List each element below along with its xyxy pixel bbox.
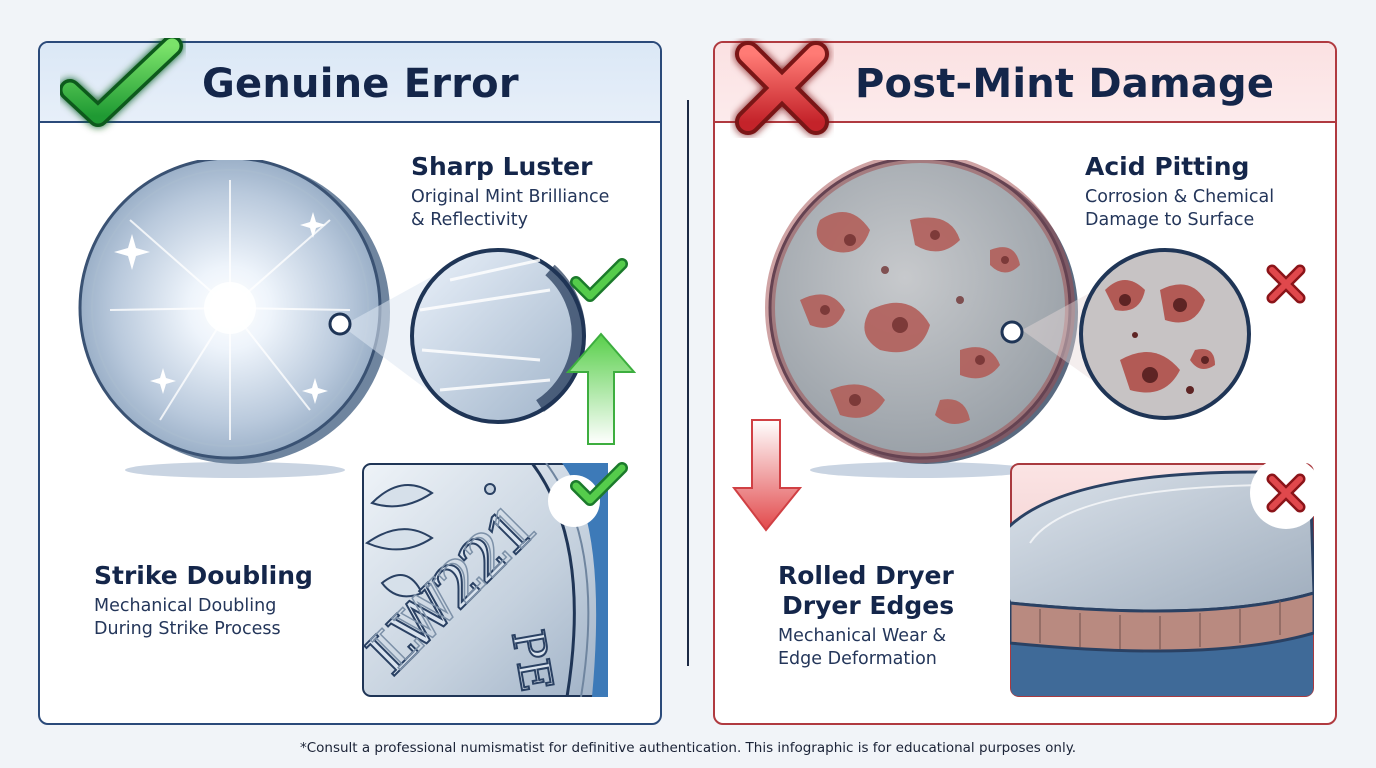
feature-description-line: Damage to Surface: [1085, 210, 1255, 230]
feature-title: Rolled Dryer: [778, 561, 954, 590]
svg-text:PE: PE: [501, 626, 562, 696]
down-arrow-icon: [731, 419, 803, 532]
feature-title: Dryer Edges: [782, 591, 955, 620]
post-mint-damage-header: Post-Mint Damage: [715, 43, 1335, 123]
corroded-coin-illustration: [765, 160, 1251, 478]
disclaimer-footnote: *Consult a professional numismatist for …: [299, 740, 1077, 756]
acid-pitting-feature: Acid Pitting Corrosion & Chemical Damage…: [1085, 152, 1274, 232]
feature-title: Strike Doubling: [94, 561, 313, 590]
feature-description-line: & Reflectivity: [411, 210, 528, 230]
sharp-luster-feature: Sharp Luster Original Mint Brilliance & …: [411, 152, 609, 232]
shiny-coin-illustration: [78, 160, 586, 478]
x-icon: [735, 41, 829, 135]
post-mint-damage-title: Post-Mint Damage: [855, 61, 1275, 107]
strike-doubling-closeup: LW221 LW221 PE: [362, 463, 608, 697]
feature-description-line: During Strike Process: [94, 619, 281, 639]
small-x-icon: [1266, 264, 1306, 304]
feature-title: Acid Pitting: [1085, 152, 1250, 181]
rolled-dryer-edges-feature: Rolled Dryer Dryer Edges Mechanical Wear…: [778, 561, 954, 671]
genuine-error-title: Genuine Error: [202, 61, 519, 107]
center-divider: [687, 100, 689, 666]
feature-title: Sharp Luster: [411, 152, 593, 181]
feature-description-line: Mechanical Wear &: [778, 626, 947, 646]
feature-description-line: Original Mint Brilliance: [411, 187, 610, 207]
strike-doubling-feature: Strike Doubling Mechanical Doubling Duri…: [94, 561, 313, 641]
genuine-error-header: Genuine Error: [40, 43, 660, 123]
authenticity-indicators: [566, 258, 636, 506]
rolled-edge-closeup: [1010, 463, 1314, 697]
check-icon: [60, 38, 183, 127]
feature-description-line: Corrosion & Chemical: [1085, 187, 1275, 207]
feature-description-line: Mechanical Doubling: [94, 596, 277, 616]
feature-description-line: Edge Deformation: [778, 649, 937, 669]
